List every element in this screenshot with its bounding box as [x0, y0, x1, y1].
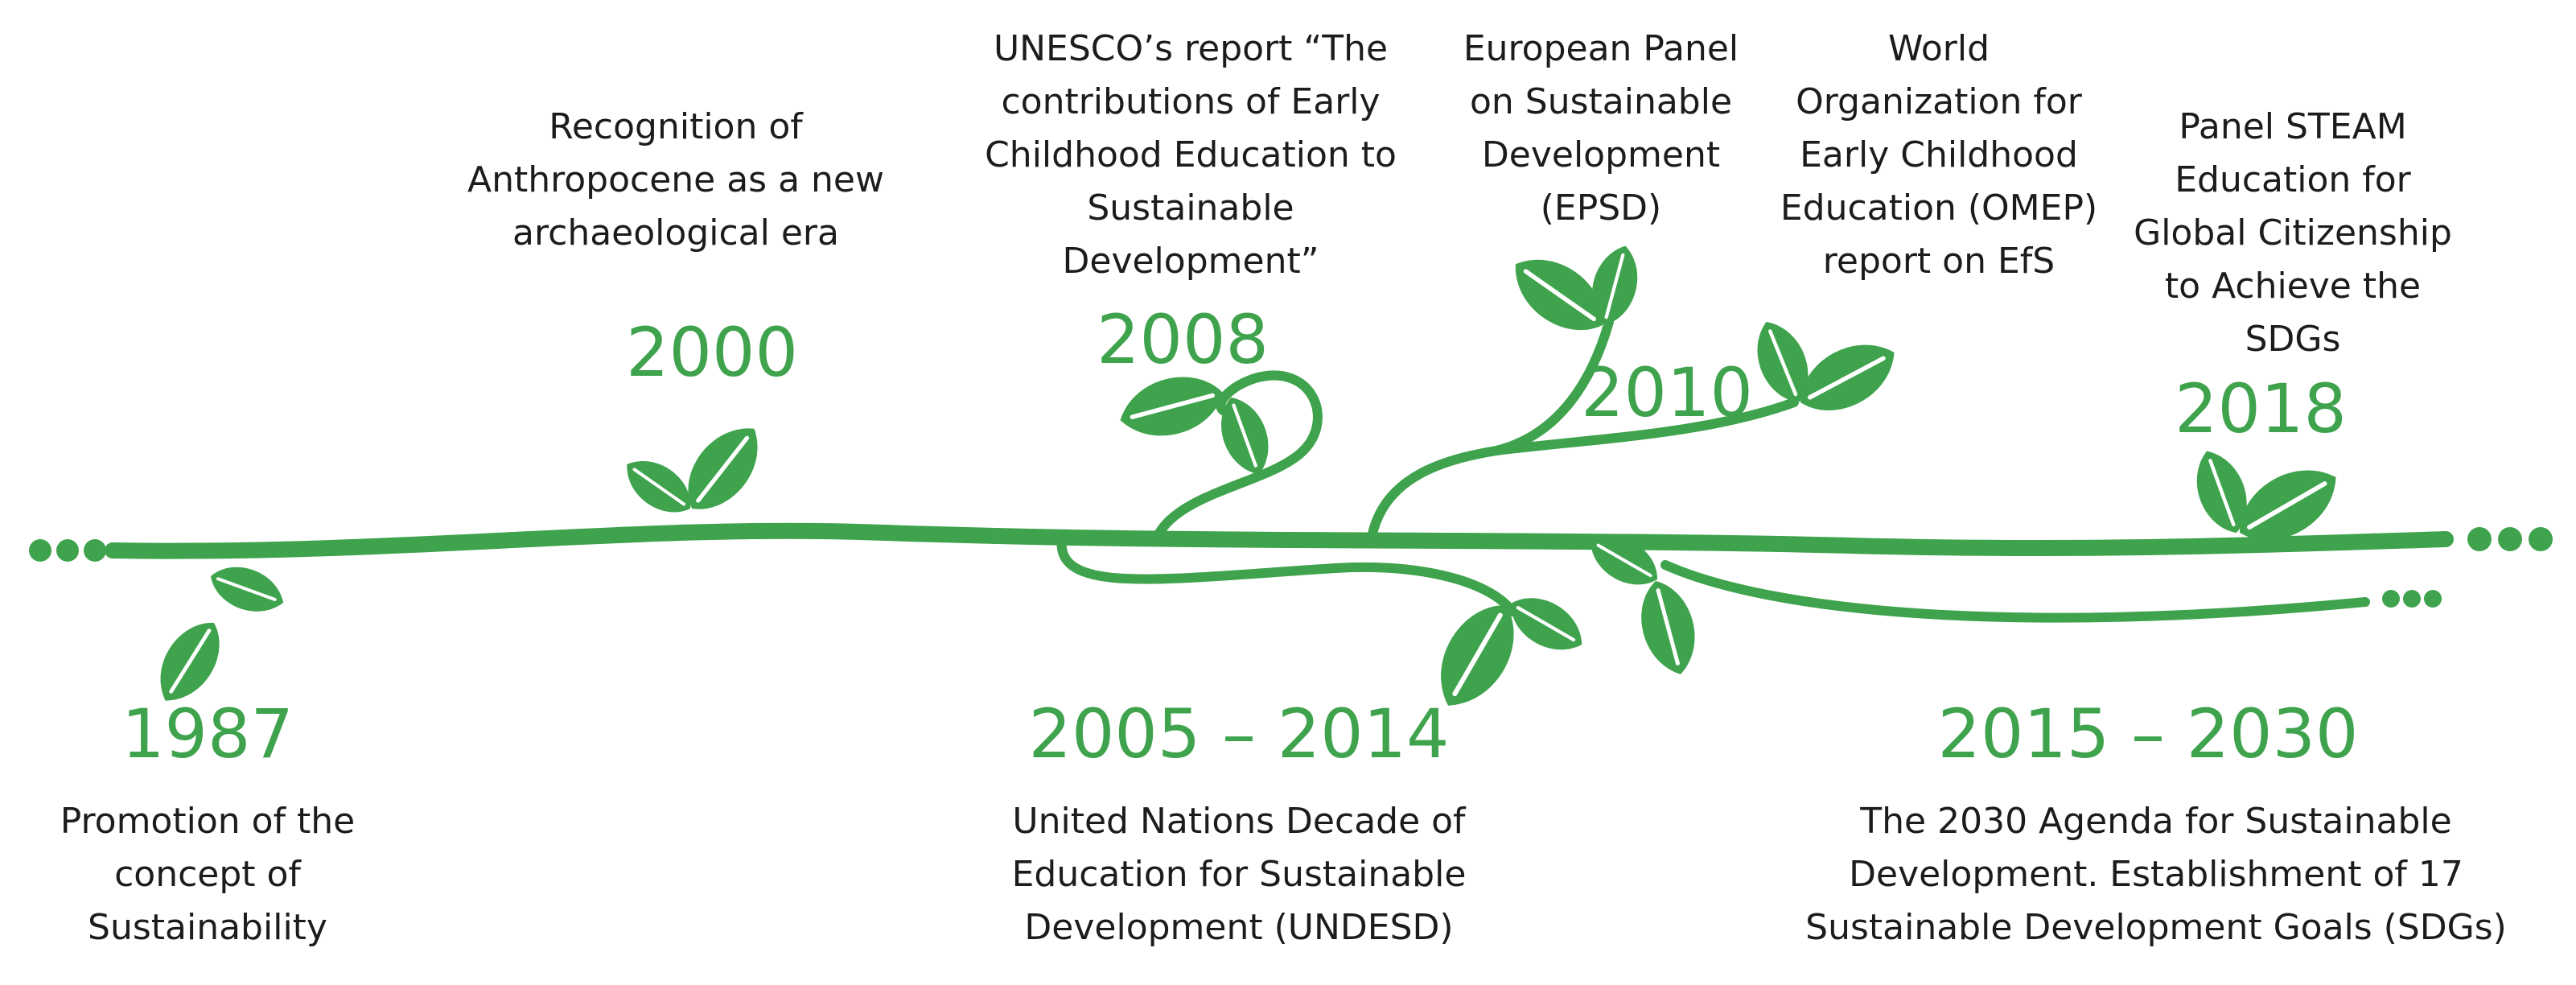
lower-trailing-dots [2382, 590, 2442, 608]
description-line: Early Childhood [1800, 134, 2078, 175]
description-line: Recognition of [549, 106, 803, 147]
description-line: Development [1481, 134, 1721, 175]
year-2005-2014: 2005 – 2014 [1028, 694, 1450, 773]
description-line: Anthropocene as a new [467, 159, 884, 200]
year-2008: 2008 [1097, 300, 1269, 379]
description-line: European Panel [1463, 28, 1739, 69]
leading-dots [29, 539, 106, 562]
main-vine [105, 522, 2454, 559]
description-line: The 2030 Agenda for Sustainable [1860, 801, 2452, 842]
description-line: Development” [1062, 241, 1319, 282]
year-2000: 2000 [626, 313, 798, 392]
description-line: SDGs [2245, 319, 2341, 360]
description-line: Development (UNDESD) [1024, 907, 1454, 948]
description-line: Childhood Education to [985, 134, 1397, 175]
year-2015-2030: 2015 – 2030 [1937, 694, 2359, 773]
description-line: Sustainable [1087, 188, 1294, 229]
description-line: to Achieve the [2164, 266, 2422, 307]
description-line: archaeological era [512, 212, 839, 253]
description-line: United Nations Decade of [1012, 801, 1466, 842]
description-2018: Panel STEAM Education for Global Citizen… [2116, 101, 2470, 366]
description-1987: Promotion of the concept of Sustainabili… [31, 795, 385, 954]
year-2018: 2018 [2175, 369, 2347, 448]
description-2005-2014: United Nations Decade of Education for S… [965, 795, 1512, 954]
description-2015-2030: The 2030 Agenda for Sustainable Developm… [1770, 795, 2542, 954]
description-line: Education for Sustainable [1011, 854, 1467, 895]
description-line: Panel STEAM [2179, 106, 2407, 147]
description-line: (EPSD) [1540, 188, 1662, 229]
branch-2010 [1367, 317, 1614, 542]
description-line: concept of [114, 854, 301, 895]
branch-2005 [1056, 533, 1517, 616]
description-line: Development. Establishment of 17 [1849, 854, 2463, 895]
description-2008: UNESCO’s report “The contributions of Ea… [949, 23, 1432, 288]
description-line: Global Citizenship [2134, 212, 2452, 253]
branch-2008 [1154, 370, 1323, 539]
description-line: on Sustainable [1469, 81, 1733, 122]
leaf-2010-top [1500, 241, 1646, 348]
description-line: Education for [2175, 159, 2411, 200]
description-line: Education (OMEP) [1780, 188, 2098, 229]
leaf-1987 [145, 557, 290, 713]
description-line: contributions of Early [1001, 81, 1381, 122]
branch-2015 [1660, 560, 2370, 623]
description-omep: World Organization for Early Childhood E… [1754, 23, 2124, 288]
description-line: UNESCO’s report “The [993, 28, 1389, 69]
description-2010: European Panel on Sustainable Developmen… [1432, 23, 1770, 235]
description-line: Sustainable Development Goals (SDGs) [1805, 907, 2507, 948]
description-line: Sustainability [88, 907, 327, 948]
description-line: report on EfS [1822, 241, 2055, 282]
trailing-dots [2467, 527, 2553, 551]
leaf-2000 [615, 412, 776, 525]
year-2010: 2010 [1581, 353, 1753, 432]
description-line: Organization for [1796, 81, 2082, 122]
description-line: World [1887, 28, 1990, 69]
description-line: Promotion of the [60, 801, 356, 842]
year-1987: 1987 [121, 694, 294, 773]
description-2000: Recognition of Anthropocene as a new arc… [418, 101, 933, 260]
branch-2010-side [1492, 398, 1799, 455]
